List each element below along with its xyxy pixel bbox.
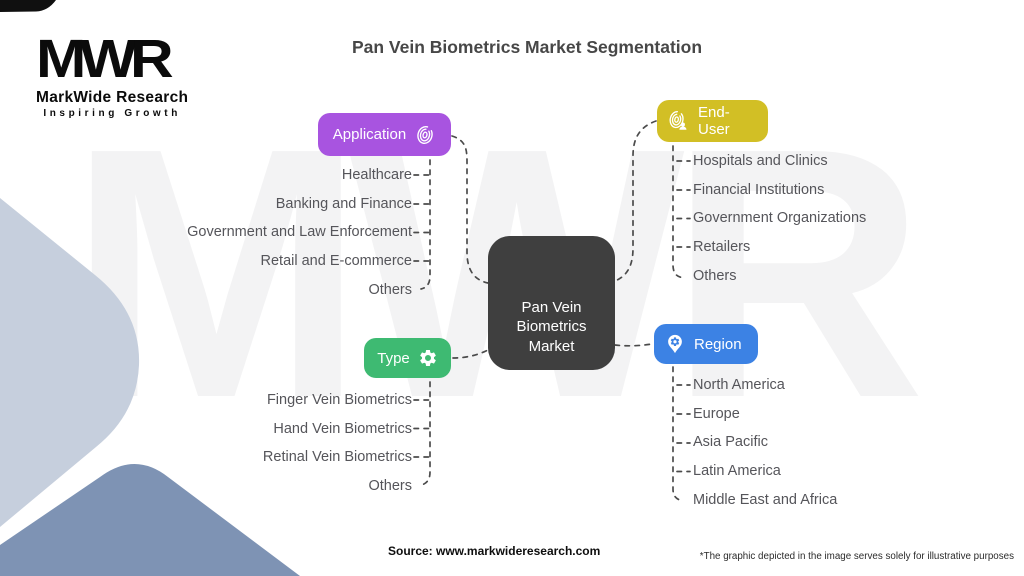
markwide-logo: MWR MarkWide Research Inspiring Growth xyxy=(36,32,188,119)
fingerprint-user-icon xyxy=(669,110,687,130)
bottom-left-diamond-shape xyxy=(0,464,300,576)
branch-node-type: Type xyxy=(364,338,451,378)
list-item: Latin America xyxy=(693,462,781,479)
map-pin-gear-icon xyxy=(668,334,682,354)
branch-label-region: Region xyxy=(694,335,742,353)
center-node: Pan Vein Biometrics Market xyxy=(488,236,615,370)
center-node-label: Pan Vein Biometrics Market xyxy=(516,298,587,356)
branch-node-region: Region xyxy=(654,324,758,364)
list-item: Asia Pacific xyxy=(693,434,768,451)
list-item: Others xyxy=(368,281,412,298)
list-item: North America xyxy=(693,376,785,393)
list-item: Hospitals and Clinics xyxy=(693,152,828,169)
logo-tagline: Inspiring Growth xyxy=(43,108,181,119)
logo-company-name: MarkWide Research xyxy=(36,89,189,106)
branch-label-application: Application xyxy=(332,126,407,143)
list-item: Finger Vein Biometrics xyxy=(266,391,412,408)
list-item: Retinal Vein Biometrics xyxy=(262,449,412,466)
list-item: Banking and Finance xyxy=(275,195,412,212)
list-item: Retailers xyxy=(693,238,751,255)
list-item: Others xyxy=(693,267,737,284)
fingerprint-icon xyxy=(417,125,433,144)
top-left-corner-shape xyxy=(0,0,56,12)
list-item: Europe xyxy=(693,405,740,422)
branch-node-end-user: End-User xyxy=(657,100,768,142)
list-item: Financial Institutions xyxy=(693,181,825,198)
list-item: Government Organizations xyxy=(693,210,867,227)
end-user-items-list: Hospitals and Clinics Financial Institut… xyxy=(693,147,866,290)
branch-label-end-user: End-User xyxy=(698,104,730,138)
list-item: Hand Vein Biometrics xyxy=(273,420,412,437)
gear-icon xyxy=(419,350,436,366)
branch-node-application: Application xyxy=(318,113,451,156)
list-item: Retail and E-commerce xyxy=(260,252,413,269)
list-item: Government and Law Enforcement xyxy=(187,224,412,241)
list-item: Middle East and Africa xyxy=(693,491,838,508)
branch-label-type: Type xyxy=(377,349,410,367)
disclaimer-text: *The graphic depicted in the image serve… xyxy=(699,551,1014,562)
region-items-list: North America Europe Asia Pacific Latin … xyxy=(693,371,837,514)
list-item: Healthcare xyxy=(341,166,412,183)
logo-brand-mark: MWR xyxy=(36,29,174,89)
list-item: Others xyxy=(368,477,412,494)
source-text: Source: www.markwideresearch.com xyxy=(388,544,601,558)
application-items-list: Healthcare Banking and Finance Governmen… xyxy=(187,161,412,304)
page-title: Pan Vein Biometrics Market Segmentation xyxy=(351,37,703,57)
type-items-list: Finger Vein Biometrics Hand Vein Biometr… xyxy=(263,386,412,501)
